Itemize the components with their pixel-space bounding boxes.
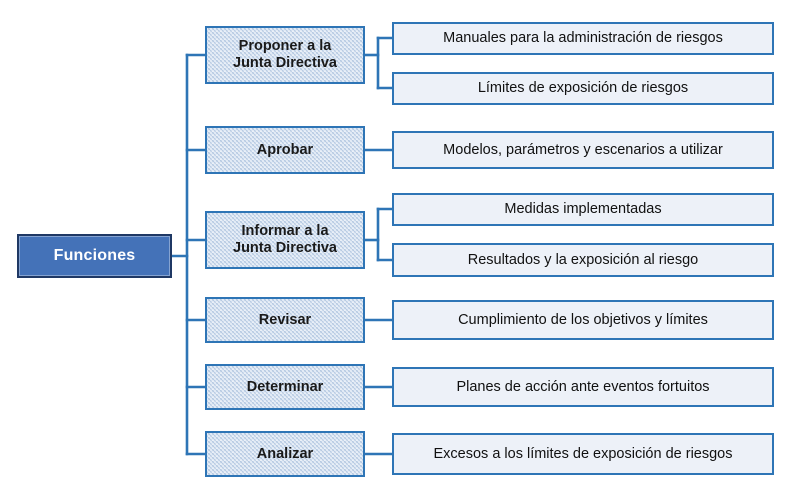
root-node-funciones[interactable]: Funciones xyxy=(17,234,172,278)
branch-node-determinar[interactable]: Determinar xyxy=(205,364,365,410)
leaf-node-label: Medidas implementadas xyxy=(504,201,662,218)
leaf-node-label: Excesos a los límites de exposición de r… xyxy=(433,445,733,462)
branch-node-label: Analizar xyxy=(256,445,314,462)
leaf-node-label: Cumplimiento de los objetivos y límites xyxy=(458,311,708,328)
leaf-node-excesos-limites-exposicion-riesgos[interactable]: Excesos a los límites de exposición de r… xyxy=(392,433,774,475)
leaf-node-label: Límites de exposición de riesgos xyxy=(477,80,689,97)
branch-node-label: Aprobar xyxy=(256,141,314,158)
leaf-node-label: Modelos, parámetros y escenarios a utili… xyxy=(443,141,723,158)
branch-node-label: Determinar xyxy=(246,378,324,395)
branch-node-revisar[interactable]: Revisar xyxy=(205,297,365,343)
branch-node-analizar[interactable]: Analizar xyxy=(205,431,365,477)
leaf-node-medidas-implementadas[interactable]: Medidas implementadas xyxy=(392,193,774,226)
leaf-node-cumplimiento-objetivos-limites[interactable]: Cumplimiento de los objetivos y límites xyxy=(392,300,774,340)
leaf-node-label: Planes de acción ante eventos fortuitos xyxy=(456,378,710,395)
branch-node-informar[interactable]: Informar a la Junta Directiva xyxy=(205,211,365,269)
leaf-node-modelos-parametros-escenarios[interactable]: Modelos, parámetros y escenarios a utili… xyxy=(392,131,774,169)
branch-label-line-2: Junta Directiva xyxy=(233,240,337,256)
branch-node-proponer[interactable]: Proponer a la Junta Directiva xyxy=(205,26,365,84)
branch-label-line-2: Junta Directiva xyxy=(233,55,337,71)
leaf-node-planes-accion-eventos-fortuitos[interactable]: Planes de acción ante eventos fortuitos xyxy=(392,367,774,407)
branch-node-label: Proponer a la Junta Directiva xyxy=(229,38,341,72)
leaf-node-manuales-administracion-riesgos[interactable]: Manuales para la administración de riesg… xyxy=(392,22,774,55)
root-node-label: Funciones xyxy=(53,246,136,264)
branch-label-line-1: Proponer a la xyxy=(238,38,332,55)
branch-node-aprobar[interactable]: Aprobar xyxy=(205,126,365,174)
branch-node-label: Informar a la Junta Directiva xyxy=(229,223,341,257)
leaf-node-label: Manuales para la administración de riesg… xyxy=(443,30,723,47)
leaf-node-resultados-exposicion-riesgo[interactable]: Resultados y la exposición al riesgo xyxy=(392,243,774,277)
branch-node-label: Revisar xyxy=(258,311,312,328)
branch-label-line-1: Informar a la xyxy=(241,223,329,240)
leaf-node-label: Resultados y la exposición al riesgo xyxy=(467,251,699,268)
leaf-node-limites-exposicion-riesgos[interactable]: Límites de exposición de riesgos xyxy=(392,72,774,105)
